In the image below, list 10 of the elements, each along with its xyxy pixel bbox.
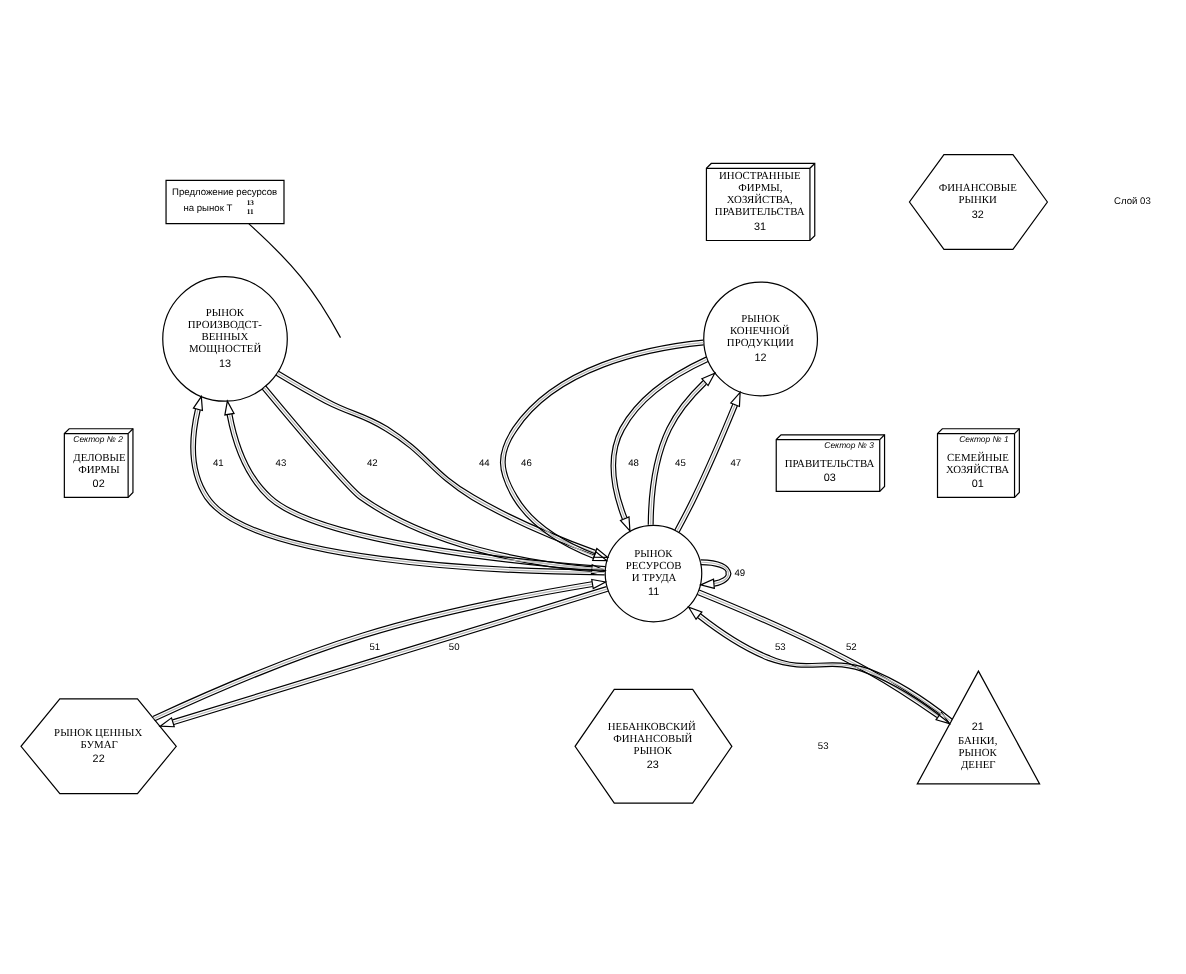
arrow (687, 605, 953, 723)
arrow (698, 558, 732, 589)
arrow (647, 371, 717, 525)
arrow (499, 338, 705, 561)
connector (248, 222, 342, 338)
arrow (674, 389, 741, 532)
arrow (610, 355, 709, 532)
arrow (275, 369, 610, 557)
arrow (696, 588, 952, 724)
arrow (261, 384, 607, 574)
